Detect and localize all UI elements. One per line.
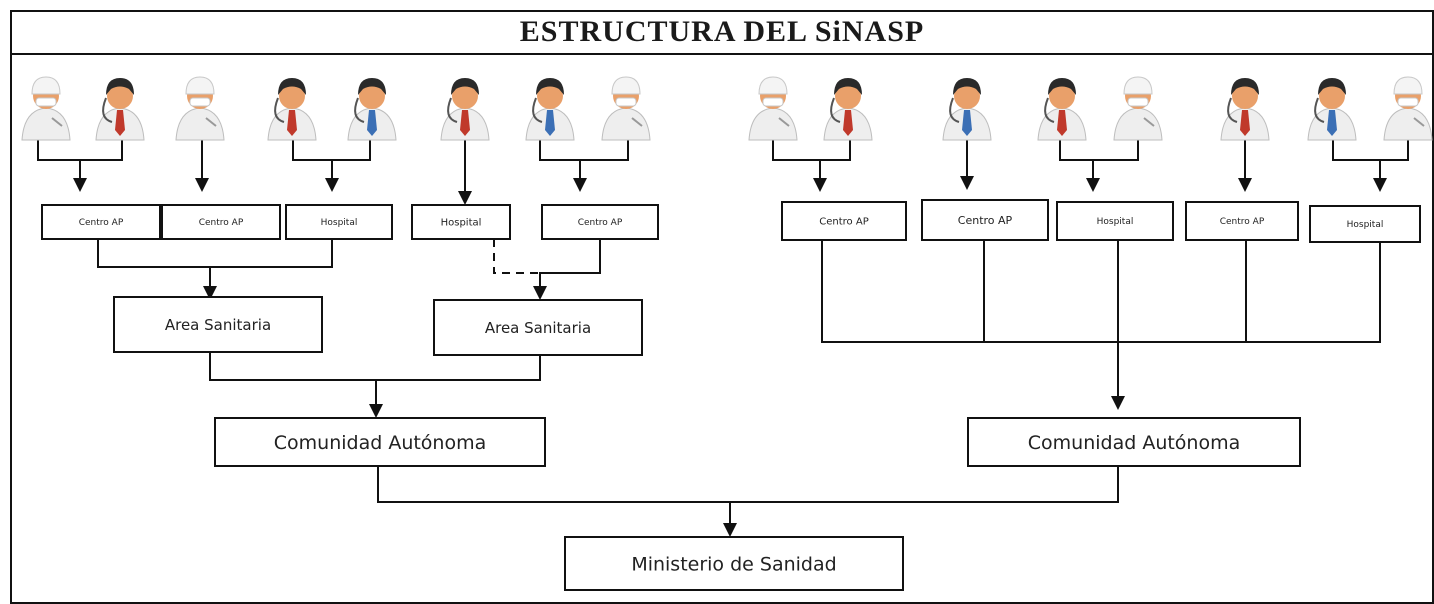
arrowhead [195, 178, 209, 192]
diagram-title: ESTRUCTURA DEL SiNASP [519, 15, 925, 48]
connector-line [539, 239, 601, 290]
doctor-icon [267, 78, 317, 141]
doctor-icon [1220, 78, 1270, 141]
doctor-icon [95, 78, 145, 141]
diagram-canvas: Centro AP Centro AP Hospital Hospital Centro… [10, 10, 1434, 604]
connector-line [377, 466, 1119, 503]
node-box [921, 199, 1049, 241]
node-label: Centro AP [958, 214, 1013, 227]
doctor-icon [942, 78, 992, 141]
title-band: ESTRUCTURA DEL SiNASP [10, 10, 1434, 54]
node-label: Ministerio de Sanidad [631, 553, 836, 575]
node-hospital-1: Hospital [285, 204, 393, 240]
node-box [285, 204, 393, 240]
node-hospital-3: Hospital [1056, 201, 1174, 241]
node-centro-ap-1: Centro AP [41, 204, 161, 240]
surgeon-icon [1113, 76, 1163, 141]
connector-dashed [493, 239, 540, 274]
node-box [781, 201, 907, 241]
node-label: Hospital [1097, 217, 1134, 227]
node-box [433, 299, 643, 356]
doctor-icon [347, 78, 397, 141]
arrowhead [723, 523, 737, 537]
surgeon-icon [748, 76, 798, 141]
node-centro-ap-6: Centro AP [1185, 201, 1299, 241]
node-label: Comunidad Autónoma [274, 432, 487, 454]
arrowhead [1111, 396, 1125, 410]
arrowhead [1238, 178, 1252, 192]
node-ministerio-sanidad: Ministerio de Sanidad [564, 536, 904, 591]
node-hospital-4: Hospital [1309, 205, 1421, 243]
node-label: Centro AP [578, 218, 623, 228]
connector-line [821, 240, 1381, 343]
arrowhead [960, 176, 974, 190]
doctor-icon [1037, 78, 1087, 141]
doctor-icon [440, 78, 490, 141]
node-centro-ap-5: Centro AP [921, 199, 1049, 241]
doctor-icon [525, 78, 575, 141]
arrowhead [458, 191, 472, 205]
arrowhead [1086, 178, 1100, 192]
node-comunidad-autonoma-2: Comunidad Autónoma [967, 417, 1301, 467]
node-label: Centro AP [1220, 217, 1265, 227]
node-box [41, 204, 161, 240]
node-label: Hospital [321, 218, 358, 228]
arrowhead [369, 404, 383, 418]
node-comunidad-autonoma-1: Comunidad Autónoma [214, 417, 546, 467]
node-box [214, 417, 546, 467]
arrowhead [573, 178, 587, 192]
arrowhead [533, 286, 547, 300]
surgeon-icon [175, 76, 225, 141]
node-label: Comunidad Autónoma [1028, 432, 1241, 454]
node-area-sanitaria-1: Area Sanitaria [113, 296, 323, 353]
node-box [1309, 205, 1421, 243]
surgeon-icon [21, 76, 71, 141]
node-label: Hospital [1347, 220, 1384, 230]
node-box [113, 296, 323, 353]
node-box [1056, 201, 1174, 241]
connector-line [209, 352, 541, 381]
node-label: Centro AP [199, 218, 244, 228]
node-label: Centro AP [819, 217, 868, 228]
connector-line [1059, 132, 1139, 161]
node-label: Area Sanitaria [485, 319, 591, 337]
node-box [541, 204, 659, 240]
doctor-icon [1307, 78, 1357, 141]
node-centro-ap-3: Centro AP [541, 204, 659, 240]
connector-line [772, 132, 851, 161]
arrowhead [325, 178, 339, 192]
doctor-icon [823, 78, 873, 141]
node-centro-ap-2: Centro AP [161, 204, 281, 240]
node-hospital-2: Hospital [411, 204, 511, 240]
surgeon-icon [1383, 76, 1433, 141]
node-box [564, 536, 904, 591]
node-box [411, 204, 511, 240]
node-centro-ap-4: Centro AP [781, 201, 907, 241]
arrowhead [1373, 178, 1387, 192]
node-box [161, 204, 281, 240]
node-box [1185, 201, 1299, 241]
arrowhead [203, 286, 217, 300]
node-label: Area Sanitaria [165, 316, 271, 334]
surgeon-icon [601, 76, 651, 141]
arrowhead [813, 178, 827, 192]
connector-line [1332, 132, 1409, 161]
node-label: Centro AP [79, 218, 124, 228]
node-label: Hospital [441, 218, 482, 229]
outer-border [10, 10, 1434, 604]
node-box [967, 417, 1301, 467]
node-area-sanitaria-2: Area Sanitaria [433, 299, 643, 356]
connector-line [97, 239, 333, 268]
arrowhead [73, 178, 87, 192]
connector-line [539, 132, 629, 161]
